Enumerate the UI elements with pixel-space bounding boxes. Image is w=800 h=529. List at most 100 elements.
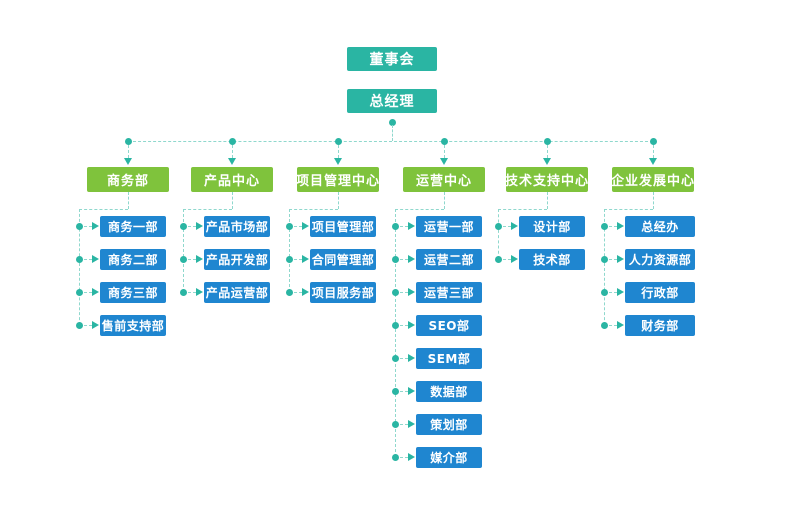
connector-dot — [286, 223, 293, 230]
node-dept-corpdev: 企业发展中心 — [611, 167, 694, 192]
connector-line — [294, 292, 302, 293]
connector-line — [609, 226, 617, 227]
connector-line — [400, 391, 408, 392]
connector-line — [547, 145, 548, 158]
connector-line — [232, 145, 233, 158]
node-subdept: 运营二部 — [416, 249, 482, 270]
node-subdept: 媒介部 — [416, 447, 482, 468]
arrow-right-icon — [408, 354, 415, 362]
node-subdept: 商务三部 — [100, 282, 166, 303]
connector-line — [294, 259, 302, 260]
connector-line — [503, 259, 511, 260]
connector-line — [400, 325, 408, 326]
connector-dot — [601, 223, 608, 230]
arrow-right-icon — [408, 387, 415, 395]
node-subdept: 设计部 — [519, 216, 585, 237]
connector-line — [609, 325, 617, 326]
connector-dot — [389, 119, 396, 126]
arrow-right-icon — [408, 255, 415, 263]
connector-dot — [392, 355, 399, 362]
connector-line — [395, 209, 444, 210]
connector-line — [609, 292, 617, 293]
node-subdept: 策划部 — [416, 414, 482, 435]
node-general-manager: 总经理 — [347, 89, 437, 113]
arrow-right-icon — [617, 255, 624, 263]
node-subdept: 商务二部 — [100, 249, 166, 270]
connector-dot — [76, 256, 83, 263]
arrow-right-icon — [617, 288, 624, 296]
node-subdept: 商务一部 — [100, 216, 166, 237]
connector-line — [400, 358, 408, 359]
connector-line — [188, 292, 196, 293]
arrow-right-icon — [302, 255, 309, 263]
connector-line — [183, 209, 184, 292]
connector-line — [400, 226, 408, 227]
connector-line — [498, 209, 499, 259]
connector-line — [128, 192, 129, 209]
node-dept-project: 项目管理中心 — [296, 167, 379, 192]
connector-line — [128, 141, 653, 142]
arrow-right-icon — [196, 222, 203, 230]
connector-line — [400, 424, 408, 425]
node-dept-product: 产品中心 — [191, 167, 273, 192]
connector-dot — [601, 256, 608, 263]
arrow-right-icon — [302, 288, 309, 296]
arrow-down-icon — [440, 158, 448, 165]
node-subdept: 合同管理部 — [310, 249, 376, 270]
connector-dot — [335, 138, 342, 145]
connector-dot — [392, 388, 399, 395]
node-subdept: 总经办 — [625, 216, 695, 237]
arrow-right-icon — [408, 222, 415, 230]
node-board: 董事会 — [347, 47, 437, 71]
arrow-down-icon — [124, 158, 132, 165]
node-subdept: 数据部 — [416, 381, 482, 402]
arrow-right-icon — [408, 453, 415, 461]
connector-line — [188, 226, 196, 227]
connector-dot — [180, 223, 187, 230]
node-subdept: SEO部 — [416, 315, 482, 336]
arrow-right-icon — [617, 321, 624, 329]
arrow-down-icon — [649, 158, 657, 165]
connector-line — [84, 292, 92, 293]
arrow-right-icon — [511, 255, 518, 263]
connector-dot — [392, 322, 399, 329]
arrow-right-icon — [408, 420, 415, 428]
node-subdept: 财务部 — [625, 315, 695, 336]
arrow-right-icon — [92, 222, 99, 230]
connector-dot — [544, 138, 551, 145]
connector-line — [395, 209, 396, 457]
connector-line — [79, 209, 80, 325]
connector-line — [84, 259, 92, 260]
connector-dot — [76, 322, 83, 329]
arrow-right-icon — [617, 222, 624, 230]
connector-dot — [392, 454, 399, 461]
node-subdept: 售前支持部 — [100, 315, 166, 336]
connector-dot — [286, 289, 293, 296]
node-subdept: 项目管理部 — [310, 216, 376, 237]
node-dept-business: 商务部 — [87, 167, 169, 192]
node-dept-techsupport: 技术支持中心 — [505, 167, 588, 192]
connector-line — [84, 226, 92, 227]
connector-line — [188, 259, 196, 260]
connector-dot — [495, 223, 502, 230]
arrow-right-icon — [92, 321, 99, 329]
arrow-right-icon — [92, 255, 99, 263]
node-subdept: 项目服务部 — [310, 282, 376, 303]
arrow-right-icon — [511, 222, 518, 230]
node-subdept: 产品开发部 — [204, 249, 270, 270]
node-subdept: 产品运营部 — [204, 282, 270, 303]
connector-dot — [392, 289, 399, 296]
connector-line — [444, 145, 445, 158]
connector-dot — [125, 138, 132, 145]
connector-line — [444, 192, 445, 209]
arrow-right-icon — [196, 255, 203, 263]
connector-line — [338, 145, 339, 158]
node-subdept: 产品市场部 — [204, 216, 270, 237]
connector-line — [232, 192, 233, 209]
connector-dot — [180, 256, 187, 263]
arrow-right-icon — [302, 222, 309, 230]
arrow-right-icon — [92, 288, 99, 296]
arrow-down-icon — [543, 158, 551, 165]
connector-line — [609, 259, 617, 260]
connector-line — [183, 209, 232, 210]
